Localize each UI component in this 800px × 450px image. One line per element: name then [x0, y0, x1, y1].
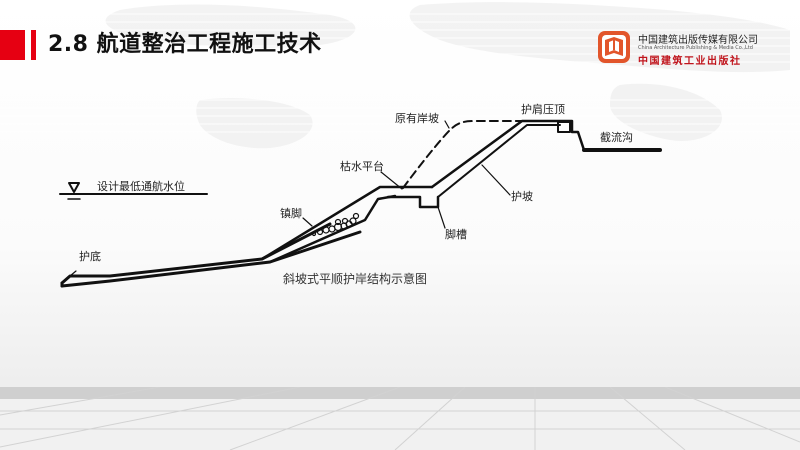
label-toe-trench: 脚槽 [445, 228, 467, 241]
label-toe-ballast: 镇脚 [280, 207, 302, 220]
world-map-watermark [105, 2, 790, 149]
label-intercept-ditch: 截流沟 [600, 131, 633, 144]
slide-title: 2.8 航道整治工程施工技术 [48, 32, 322, 57]
perspective-floor [0, 387, 800, 450]
water-level-marker [59, 182, 208, 200]
label-water-level: 设计最低通航水位 [97, 180, 185, 193]
diagram-caption: 斜坡式平顺护岸结构示意图 [283, 272, 428, 286]
publisher-logo-icon [598, 31, 630, 63]
title-accent-stripe [31, 30, 36, 60]
publisher-name-cn: 中国建筑出版传媒有限公司 [638, 35, 758, 46]
publisher-name-en: China Architecture Publishing & Media Co… [638, 45, 753, 51]
label-bottom-protection: 护底 [79, 250, 101, 263]
label-slope-protection: 护坡 [511, 190, 533, 203]
title-accent-block [0, 30, 25, 60]
label-dry-platform: 枯水平台 [340, 160, 384, 173]
publisher-name-calligraphy: 中国建筑工业出版社 [638, 56, 742, 67]
label-shoulder-cap: 护肩压顶 [521, 103, 565, 116]
ballast-stones [311, 212, 360, 237]
label-original-slope: 原有岸坡 [395, 112, 439, 125]
